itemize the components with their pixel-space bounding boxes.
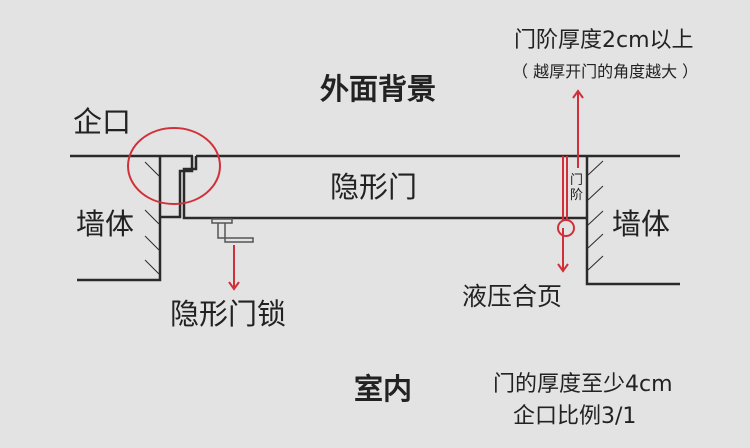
thickness-label: 门的厚度至少4cm bbox=[493, 372, 673, 397]
outside-label: 外面背景 bbox=[320, 72, 437, 106]
step-thickness-label: 门阶厚度2cm以上 bbox=[514, 28, 694, 53]
rabbet-highlight-circle bbox=[127, 127, 221, 205]
left-jamb bbox=[160, 156, 194, 219]
rabbet-label: 企口 bbox=[73, 105, 132, 139]
lock-icon bbox=[211, 218, 254, 243]
hinge-label: 液压合页 bbox=[462, 282, 563, 311]
inside-label: 室内 bbox=[354, 372, 413, 406]
hinge-circle bbox=[557, 219, 575, 237]
right-wall bbox=[585, 156, 680, 286]
door-label: 隐形门 bbox=[330, 170, 418, 204]
lock-label: 隐形门锁 bbox=[170, 297, 287, 331]
ratio-label: 企口比例3/1 bbox=[513, 404, 637, 429]
wall-hatching bbox=[144, 160, 604, 275]
wall-right-label: 墙体 bbox=[612, 207, 671, 241]
door-edge bbox=[182, 156, 587, 220]
wall-left-label: 墙体 bbox=[76, 207, 135, 241]
left-wall bbox=[77, 156, 162, 282]
step-note-label: （ 越厚开门的角度越大 ） bbox=[512, 62, 699, 81]
step-label: 门阶 bbox=[570, 173, 584, 203]
